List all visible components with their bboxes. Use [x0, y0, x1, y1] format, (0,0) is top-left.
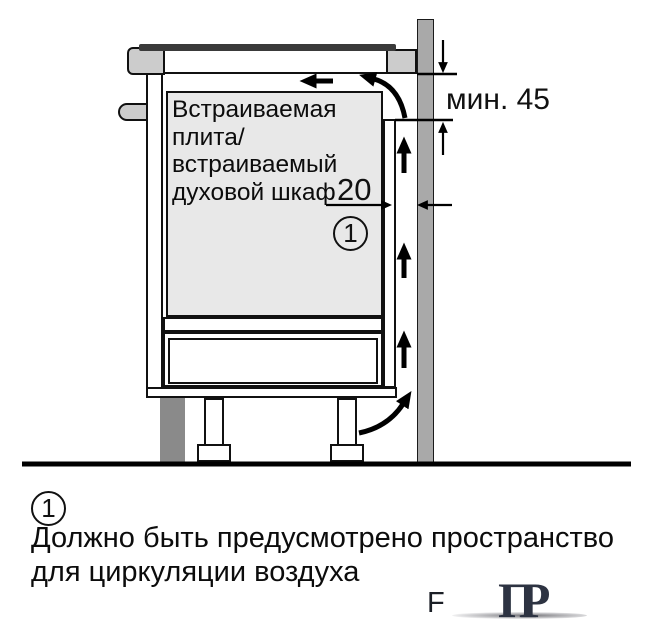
- footnote-text-line1: Должно быть предусмотрено пространство: [31, 522, 614, 554]
- right-leg-foot: [330, 444, 364, 462]
- appliance-label-line4: духовой шкаф: [172, 178, 336, 206]
- appliance-label: Встраиваемая плита/ встраиваемый духовой…: [172, 96, 362, 206]
- airflow-curved-arrow-bottom: [358, 391, 412, 436]
- dimension-label-20: 20: [337, 172, 372, 207]
- watermark-letter: F: [427, 587, 445, 619]
- side-bracket: [118, 103, 148, 121]
- cabinet-rear-panel: [383, 119, 396, 388]
- appliance-label-line3: встраиваемый: [172, 151, 338, 178]
- callout-1-number: 1: [343, 218, 358, 248]
- hob-surface: [139, 44, 396, 51]
- appliance-label-line2: плита/: [172, 123, 245, 151]
- appliance-label-line1: Встраиваемая: [172, 96, 337, 123]
- cabinet-bottom-shelf: [146, 387, 397, 398]
- callout-1-marker: 1: [333, 216, 368, 251]
- right-leg: [337, 398, 357, 446]
- cabinet-rail: [163, 317, 383, 332]
- wall-panel: [417, 19, 434, 464]
- dimension-label-min45: мин. 45: [446, 83, 550, 116]
- plinth-panel: [160, 398, 185, 462]
- watermark-swoosh: [452, 612, 587, 619]
- footnote-1-number: 1: [41, 493, 56, 523]
- drawer-box: [168, 338, 378, 384]
- footnote-text: Должно быть предусмотрено пространство д…: [31, 521, 631, 589]
- countertop-right-edge: [386, 49, 417, 74]
- footnote-text-line2: для циркуляции воздуха: [31, 556, 360, 588]
- watermark-monogram-logo: ПР: [498, 572, 551, 628]
- cabinet-side-panel: [146, 73, 163, 398]
- countertop-left-edge: [127, 47, 165, 75]
- countertop: [163, 49, 417, 74]
- left-leg: [204, 398, 224, 446]
- left-leg-foot: [197, 444, 231, 462]
- footnote-1-marker: 1: [31, 491, 66, 526]
